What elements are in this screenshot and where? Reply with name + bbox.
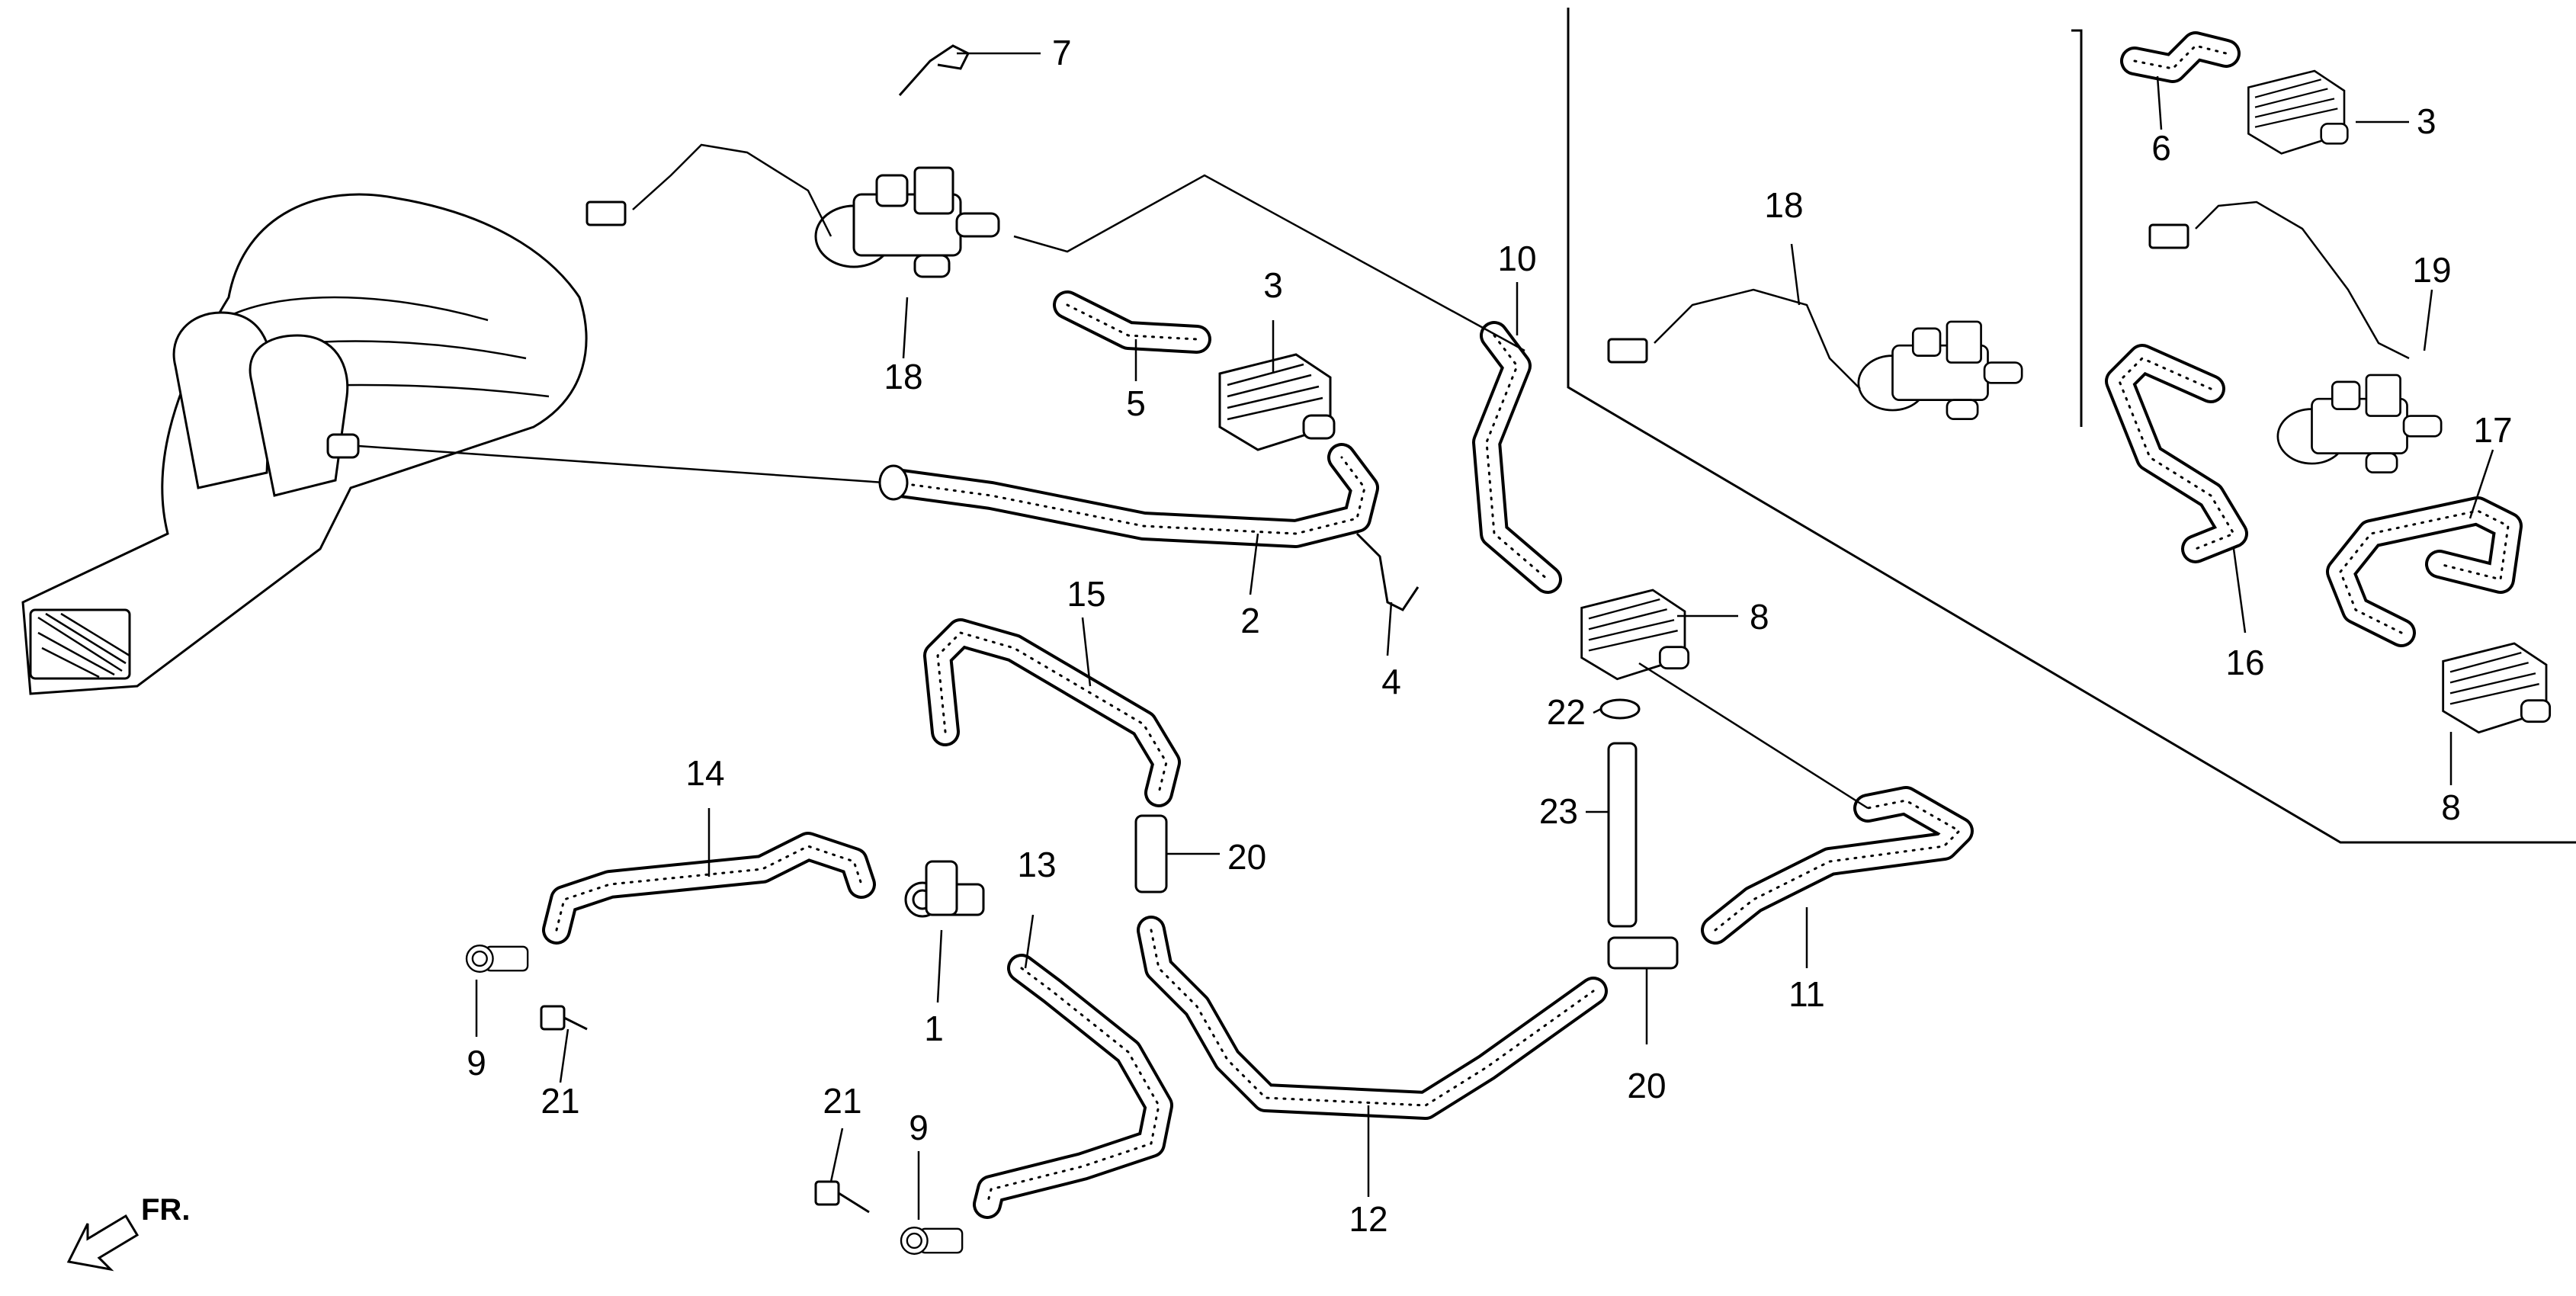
hose-11 xyxy=(1701,786,1974,945)
check-valve-8-right xyxy=(2442,642,2552,734)
check-valve-3-right xyxy=(2247,69,2349,155)
callout-10: 10 xyxy=(1497,239,1536,278)
check-valve-3-left xyxy=(1218,353,1336,451)
callout-20: 20 xyxy=(1227,837,1266,877)
callout-7: 7 xyxy=(1052,33,1072,72)
hose-10 xyxy=(1472,321,1562,594)
front-direction-arrow-icon xyxy=(66,1214,140,1272)
routing-line-upper xyxy=(1013,174,1525,352)
hose-14 xyxy=(542,832,876,945)
callout-2: 2 xyxy=(1240,601,1260,640)
tube-23 xyxy=(1607,742,1638,928)
wire-harness-18-right xyxy=(1654,288,1861,390)
clamp-4 xyxy=(1355,532,1420,611)
callout-19: 19 xyxy=(2412,250,2451,290)
callout-1: 1 xyxy=(924,1009,944,1048)
connector-plug-left xyxy=(585,200,627,226)
hose-12 xyxy=(1137,916,1608,1120)
callout-3: 3 xyxy=(1263,265,1283,305)
callout-labels: 1 2 3 3 4 5 6 7 8 8 9 9 10 11 12 13 14 1… xyxy=(467,33,2512,1239)
callout-13: 13 xyxy=(1017,845,1056,884)
hose-15 xyxy=(923,618,1181,807)
callout-8: 8 xyxy=(2441,788,2461,827)
callout-20: 20 xyxy=(1627,1066,1666,1105)
check-valve-8-left xyxy=(1580,589,1690,681)
hose-2 xyxy=(878,443,1379,548)
bolt-21-upper xyxy=(540,1005,588,1031)
hose-5 xyxy=(1053,290,1211,354)
solenoid-valve-19 xyxy=(2276,374,2443,474)
hose-16 xyxy=(2105,344,2248,563)
callout-4: 4 xyxy=(1381,662,1401,701)
callout-6: 6 xyxy=(2151,128,2171,168)
callout-5: 5 xyxy=(1126,383,1146,423)
hose-17 xyxy=(2326,496,2523,647)
callout-14: 14 xyxy=(685,753,724,793)
joint-1-tee xyxy=(925,860,958,916)
bolt-21-lower xyxy=(814,1180,870,1214)
callout-23: 23 xyxy=(1539,791,1578,831)
callout-3: 3 xyxy=(2417,101,2436,141)
leader-lines xyxy=(475,52,2494,1220)
callout-15: 15 xyxy=(1067,574,1105,614)
callout-11: 11 xyxy=(1788,974,1825,1014)
front-direction-label: FR. xyxy=(141,1193,190,1227)
callout-12: 12 xyxy=(1349,1199,1387,1239)
sub-view-divider xyxy=(2071,29,2083,427)
callout-17: 17 xyxy=(2473,410,2512,450)
clamp-22 xyxy=(1599,698,1641,720)
connector-plug-19 xyxy=(2148,223,2189,249)
bracket-9-lower xyxy=(900,1226,964,1256)
solenoid-valve-18-right xyxy=(1857,320,2023,421)
joint-20-upper xyxy=(1134,814,1168,893)
callout-9: 9 xyxy=(909,1108,929,1147)
wire-harness-18-left xyxy=(632,143,832,237)
callout-16: 16 xyxy=(2225,643,2264,682)
bracket-9-upper xyxy=(465,944,529,974)
hose-6 xyxy=(2120,31,2241,83)
solenoid-valve-18-left xyxy=(814,166,1000,278)
hose-13 xyxy=(973,954,1173,1219)
callout-22: 22 xyxy=(1547,692,1586,732)
joint-20-lower xyxy=(1607,936,1679,970)
callout-9: 9 xyxy=(467,1043,486,1083)
routing-line-lower xyxy=(1638,662,1869,810)
callout-21: 21 xyxy=(823,1081,861,1121)
clip-7 xyxy=(898,44,970,96)
callout-8: 8 xyxy=(1750,597,1769,637)
callout-18: 18 xyxy=(1764,185,1803,225)
wire-harness-19 xyxy=(2195,200,2410,360)
air-cleaner-housing xyxy=(21,193,885,695)
sub-view-outline xyxy=(1567,8,2576,844)
callout-18: 18 xyxy=(884,357,922,396)
connector-plug-right xyxy=(1607,338,1648,364)
callout-21: 21 xyxy=(541,1081,579,1121)
